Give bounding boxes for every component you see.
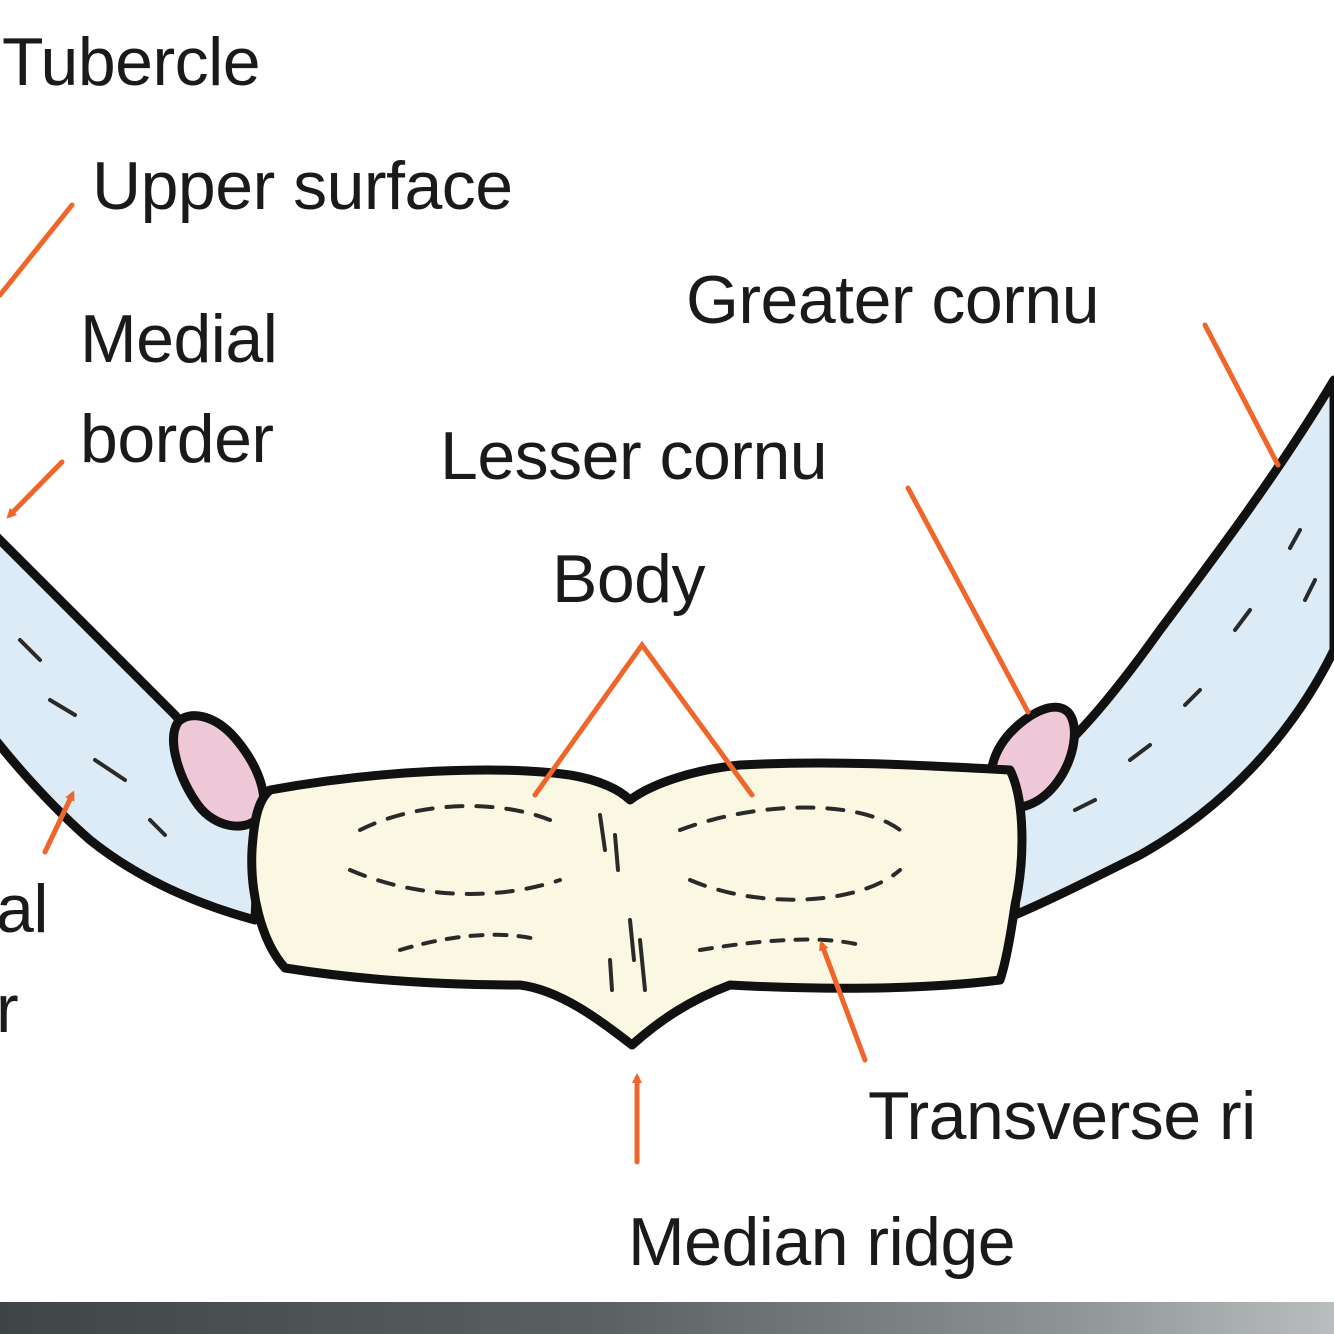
label-upper-surface: Upper surface xyxy=(92,148,513,224)
right-greater-cornu xyxy=(1010,375,1334,920)
label-greater-cornu: Greater cornu xyxy=(686,262,1100,338)
cornu-texture xyxy=(18,528,1317,837)
label-lateral-border-line1: al xyxy=(0,871,48,947)
lateral-border-arrow xyxy=(42,790,75,855)
body-leader xyxy=(532,640,755,798)
label-lesser-cornu: Lesser cornu xyxy=(440,418,828,494)
label-medial-border-line2: border xyxy=(80,401,274,477)
upper-surface-leader xyxy=(0,202,75,298)
label-median-ridge: Median ridge xyxy=(628,1204,1016,1280)
greater-cornu-leader xyxy=(1202,322,1281,468)
lesser-cornu-leader xyxy=(905,485,1031,715)
label-tubercle: Tubercle xyxy=(2,24,261,100)
label-lateral-border-line2: r xyxy=(0,971,19,1047)
leader-lines xyxy=(0,202,1281,1165)
label-transverse-ridge: Transverse ri xyxy=(868,1082,1256,1150)
hyoid-body xyxy=(247,758,1027,1050)
medial-border-arrow xyxy=(6,459,65,519)
transverse-ridge-arrow xyxy=(819,940,868,1063)
label-medial-border-line1: Medial xyxy=(80,301,278,377)
hyoid-illustration xyxy=(0,202,1334,1165)
label-body: Body xyxy=(552,541,706,617)
bottom-bar xyxy=(0,1302,1334,1334)
body-texture xyxy=(348,804,902,992)
